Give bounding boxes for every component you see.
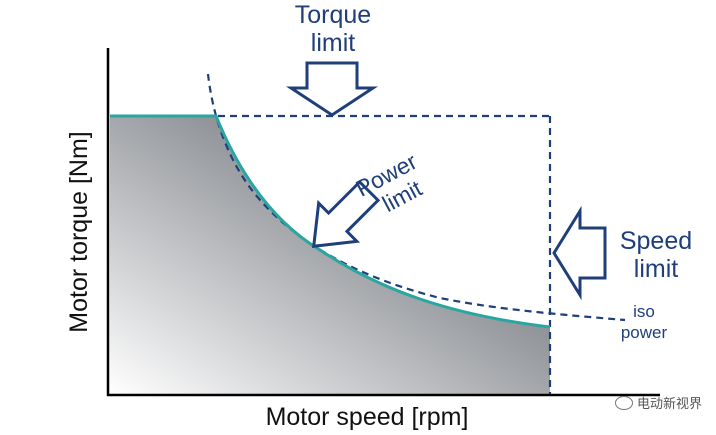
iso-power-dashed-curve xyxy=(206,73,626,322)
iso-power-label-line1: iso xyxy=(633,302,655,321)
iso-power-label-line2: power xyxy=(621,323,668,342)
characteristic-curve xyxy=(110,114,551,329)
y-axis-label: Motor torque [Nm] xyxy=(65,131,93,332)
torque-limit-label-line2: limit xyxy=(311,29,355,57)
x-axis-label: Motor speed [rpm] xyxy=(266,403,469,431)
watermark: 电动新视界 xyxy=(614,393,702,412)
watermark-text: 电动新视界 xyxy=(636,397,702,412)
wechat-icon xyxy=(614,395,633,410)
torque-limit-label-line1: Torque xyxy=(295,1,371,29)
operating-region xyxy=(110,116,550,395)
left-arrow-icon xyxy=(552,205,607,301)
speed-limit-label-line1: Speed xyxy=(620,227,692,255)
speed-limit-label-line2: limit xyxy=(634,255,678,283)
diagonal-arrow-icon xyxy=(312,179,381,248)
down-arrow-icon xyxy=(285,61,379,117)
